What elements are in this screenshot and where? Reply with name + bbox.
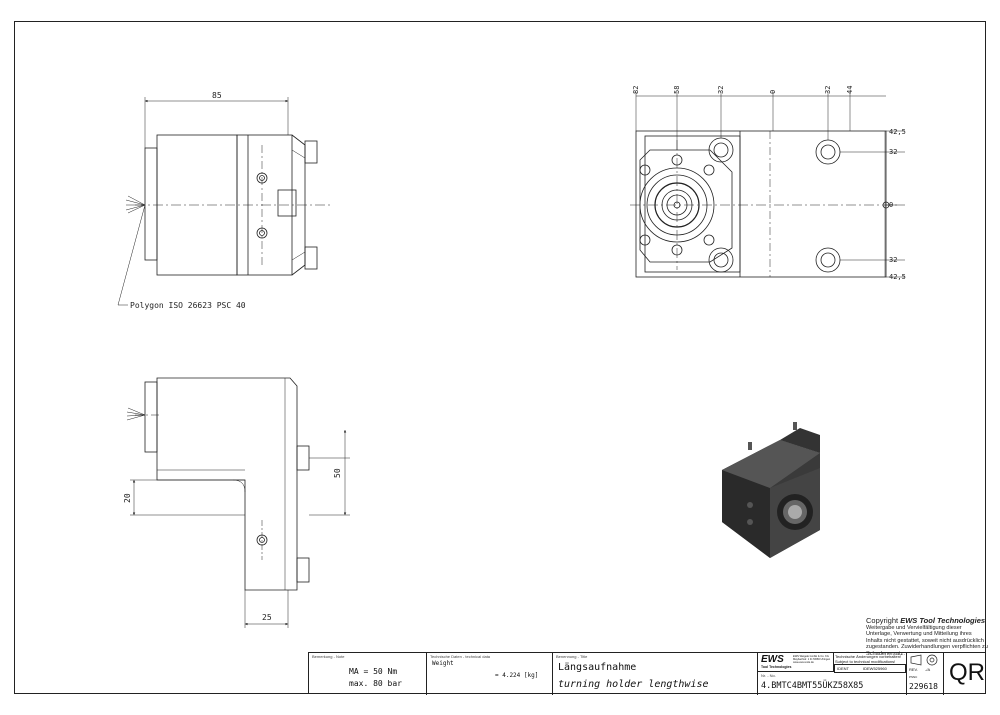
title-english: turning holder lengthwise <box>558 679 709 690</box>
title-cell: Benennung - Title Längsaufnahme turning … <box>553 653 758 695</box>
dim-82: 82 <box>632 86 640 94</box>
ident-value: IDEW525960 <box>863 666 887 671</box>
code-label: PSNC <box>909 675 918 679</box>
part-number: 4.BMTC4BMT55ÜKZ58X85 <box>761 681 864 691</box>
front-view-top-dims: 82 58 32 0 32 44 <box>632 86 854 94</box>
remark-line-1: MA = 50 Nm <box>349 667 398 676</box>
dim-32-right: 32 <box>824 86 832 94</box>
copyright-company: EWS Tool Technologies <box>900 616 986 625</box>
ident-cell: EWS Tool Technologies EWS Weigele GmbH &… <box>758 653 916 695</box>
projection-symbol-icon <box>910 654 938 666</box>
dim-0-top: 0 <box>769 90 777 94</box>
dim-20: 20 <box>123 493 132 503</box>
dim-85: 85 <box>212 91 222 100</box>
remark-cell: Bemerkung - Note MA = 50 Nm max. 80 bar <box>309 653 427 695</box>
front-view-right-dims: 42,5 32 0 32 42,5 <box>889 128 906 281</box>
rev-value: -/A <box>925 667 931 672</box>
title-block: Bemerkung - Note MA = 50 Nm max. 80 bar … <box>308 652 987 695</box>
logo-area: EWS Tool Technologies EWS Weigele GmbH &… <box>758 653 834 672</box>
front-view <box>630 92 905 278</box>
dim-50: 50 <box>333 468 342 478</box>
copyright-note: Copyright EWS Tool Technologies Weiterga… <box>866 616 988 657</box>
dim-32-lower: 32 <box>889 256 897 264</box>
polygon-note: Polygon ISO 26623 PSC 40 <box>130 301 246 310</box>
ident-box: IDENT IDEW525960 <box>834 664 906 673</box>
ident-label: IDENT <box>837 666 849 671</box>
ews-logo: EWS <box>761 654 784 665</box>
tech-data-cell: Technische Daten - technical data Weight… <box>427 653 553 695</box>
qr-cell: QR <box>944 653 987 695</box>
tech-data-label: Technische Daten - technical data <box>430 654 491 659</box>
projection-rev-cell: REV. -/A PSNC 229618 <box>906 653 944 695</box>
side-view <box>117 97 330 306</box>
title-label: Benennung - Title <box>556 654 588 659</box>
code-value: 229618 <box>909 682 938 691</box>
bottom-view <box>126 377 350 628</box>
dim-32-upper: 32 <box>889 148 897 156</box>
title-german: Längsaufnahme <box>558 662 637 673</box>
dim-25: 25 <box>262 613 272 622</box>
dim-42-5-bottom: 42,5 <box>889 273 906 281</box>
qr-label: QR <box>949 659 985 686</box>
dim-44: 44 <box>846 86 854 94</box>
weight-label: Weight <box>432 660 454 667</box>
copyright-text: Weitergabe und Vervielfältigung dieser U… <box>866 625 988 657</box>
remark-line-2: max. 80 bar <box>349 679 402 688</box>
weight-value: = 4.224 [kg] <box>495 672 539 679</box>
changes-note: Technische Änderungen vorbehalten! Subje… <box>835 654 902 664</box>
dim-0-right: 0 <box>889 201 893 209</box>
dim-42-5-top: 42,5 <box>889 128 906 136</box>
copyright-prefix: Copyright <box>866 616 901 625</box>
ews-logo-sub: Tool Technologies <box>761 665 792 669</box>
company-address: EWS Weigele GmbH & Co. KG Maybachstr. 1 … <box>793 655 831 664</box>
dim-32-left: 32 <box>717 86 725 94</box>
drawing-sheet-border <box>14 21 986 694</box>
rev-label: REV. <box>909 667 918 672</box>
remark-label: Bemerkung - Note <box>312 654 345 659</box>
dim-58: 58 <box>673 86 681 94</box>
number-label: Nr. - No. <box>761 673 776 678</box>
isometric-render <box>722 422 820 558</box>
